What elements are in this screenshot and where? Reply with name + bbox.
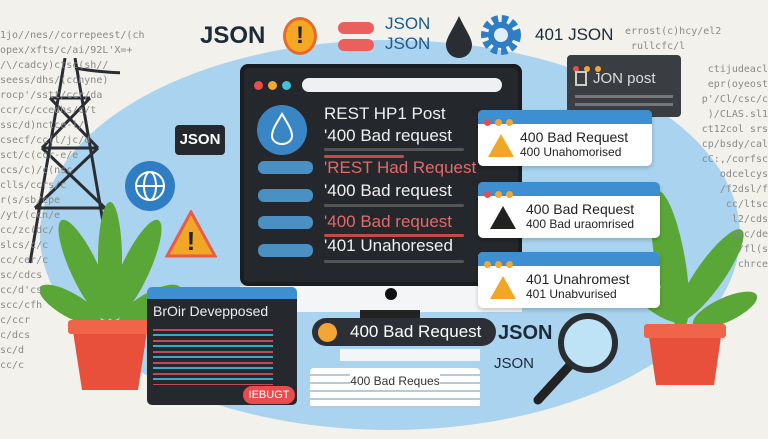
document-icon <box>575 71 587 86</box>
stand-base <box>340 349 480 361</box>
url-bar[interactable] <box>302 78 502 92</box>
error-subtitle: 400 Unahomorised <box>520 145 622 159</box>
error-card[interactable]: 401 Unahromest 401 Unabvurised <box>478 252 660 308</box>
magnifier-icon <box>533 313 618 405</box>
json-label: JSON <box>498 322 553 344</box>
api-logo-icon <box>257 105 307 155</box>
error-pill-icon <box>338 22 374 34</box>
close-dot <box>484 119 491 126</box>
error-title: 401 Unahromest <box>526 271 630 287</box>
minimize-dot[interactable] <box>268 81 277 90</box>
keyboard[interactable]: 400 Bad Reques <box>310 368 480 408</box>
debug-button[interactable]: IEBUGT <box>243 386 295 404</box>
gear-icon <box>481 15 521 55</box>
json-post-title: JON post <box>593 70 656 87</box>
response-line: '401 Unahoresed <box>324 236 453 255</box>
warning-icon <box>490 206 516 229</box>
maximize-dot <box>595 66 601 72</box>
error-card[interactable]: 400 Bad Request 400 Unahomorised <box>478 110 652 166</box>
keyboard-text: 400 Bad Reques <box>350 374 440 388</box>
error-card[interactable]: 400 Bad Request 400 Bad uraomrised <box>478 182 660 238</box>
error-subtitle: 401 Unabvurised <box>526 287 617 301</box>
code-lines <box>153 325 273 385</box>
divider <box>324 234 464 237</box>
background-code-top-right: errost(c)hcy/el2 rullcfc/l <box>625 26 722 52</box>
drop-icon <box>446 16 472 58</box>
nav-item[interactable] <box>258 216 313 229</box>
json-label: JSON <box>494 355 535 372</box>
error-subtitle: 400 Bad uraomrised <box>526 217 635 231</box>
status-401-label: 401 JSON <box>535 25 614 44</box>
minimize-dot <box>584 66 590 72</box>
camera-icon <box>385 288 397 300</box>
maximize-dot[interactable] <box>282 81 291 90</box>
maximize-dot <box>506 261 513 268</box>
close-dot <box>484 261 491 268</box>
close-dot <box>573 66 579 72</box>
status-pill-text: 400 Bad Request <box>350 322 482 341</box>
svg-text:!: ! <box>187 226 196 256</box>
json-label: JSON <box>385 34 431 53</box>
status-pill: 400 Bad Request <box>312 318 496 346</box>
warning-icon <box>490 276 516 299</box>
response-line: 'REST Had Request <box>324 158 477 177</box>
background-code-right: ctijudeacl epr(oyeost p'/Cl/csc/c )/CLAS… <box>701 64 768 270</box>
response-line: REST HP1 Post <box>324 104 446 123</box>
json-tag: JSON <box>175 125 225 155</box>
divider <box>575 103 673 106</box>
monitor-window: REST HP1 Post '400 Bad request 'REST Had… <box>240 64 522 286</box>
response-line: '400 Bad request <box>324 181 453 200</box>
transmission-tower-icon <box>28 58 120 264</box>
clock-icon <box>318 323 337 342</box>
background-code-left: 1jo//nes//correpeest/(ch opex/xfts/c/ai/… <box>0 30 145 371</box>
error-title: 400 Bad Request <box>520 129 629 145</box>
window-controls <box>254 77 296 95</box>
debug-window: BrOir Devepposed IEBUGT <box>147 287 297 405</box>
divider <box>324 260 464 263</box>
response-line: '400 Bad request <box>324 126 453 145</box>
alert-icon: ! <box>283 17 317 55</box>
error-title: 400 Bad Request <box>526 201 635 217</box>
nav-item[interactable] <box>258 244 313 257</box>
debug-title: BrOir Devepposed <box>153 303 269 319</box>
nav-item[interactable] <box>258 189 313 202</box>
warning-icon: ! <box>165 210 217 258</box>
minimize-dot <box>495 261 502 268</box>
close-dot[interactable] <box>254 81 263 90</box>
close-dot <box>484 191 491 198</box>
json-post-card: JON post <box>567 55 681 117</box>
response-line: '400 Bad request <box>324 212 453 231</box>
globe-icon <box>125 161 175 211</box>
divider <box>324 204 464 207</box>
minimize-dot <box>495 119 502 126</box>
divider <box>324 155 404 158</box>
divider <box>324 148 464 151</box>
warning-icon <box>488 134 514 157</box>
json-label: JSON <box>385 14 431 33</box>
minimize-dot <box>495 191 502 198</box>
json-label: JSON <box>200 22 266 49</box>
error-pill-icon <box>338 39 374 51</box>
maximize-dot <box>506 119 513 126</box>
divider <box>575 95 673 98</box>
maximize-dot <box>506 191 513 198</box>
nav-item[interactable] <box>258 161 313 174</box>
